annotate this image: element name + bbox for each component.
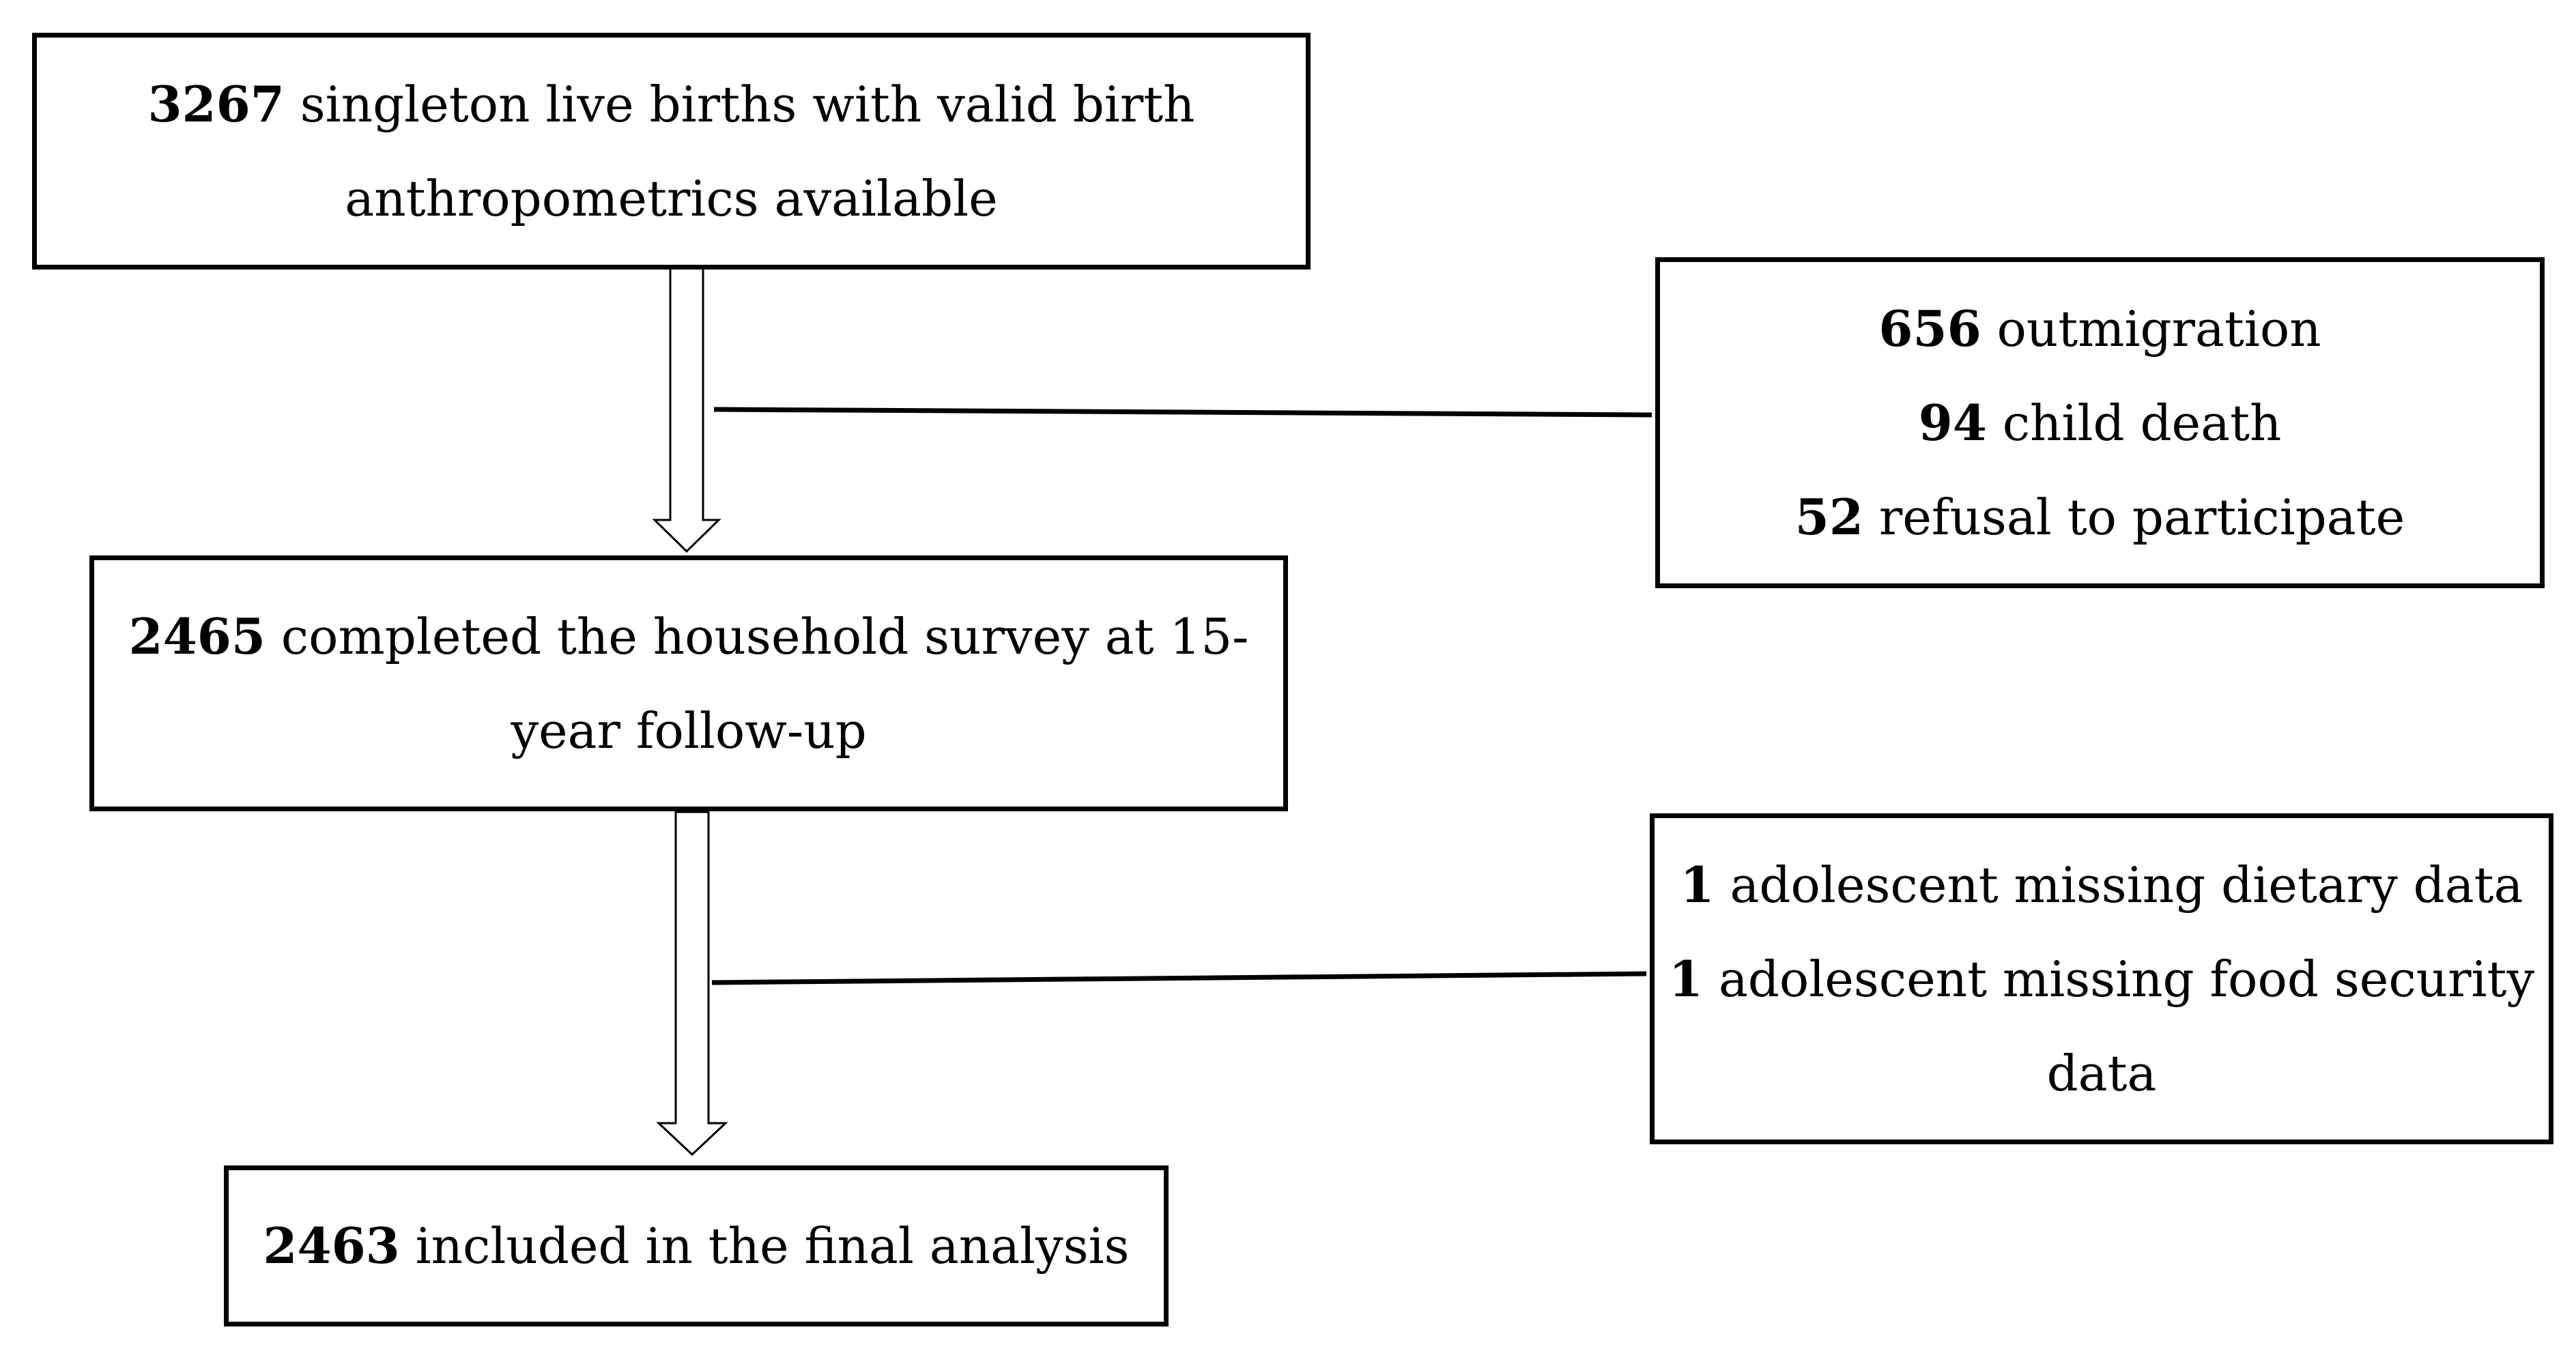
child-death-text: child death — [1986, 394, 2282, 452]
final-text: included in the final analysis — [399, 1217, 1130, 1275]
exclusion-outmigration: 656 outmigration — [1878, 282, 2321, 376]
branch-line-2 — [711, 971, 1647, 985]
branch-line-1 — [713, 407, 1652, 418]
box-final-analysis: 2463 included in the final analysis — [224, 1165, 1169, 1326]
missing-dietary-text: adolescent missing dietary data — [1714, 856, 2523, 914]
births-line-2: anthropometrics available — [345, 169, 998, 227]
final-line: 2463 included in the final analysis — [263, 1199, 1129, 1293]
exclusion-child-death: 94 child death — [1919, 376, 2282, 470]
refusal-text: refusal to participate — [1863, 488, 2405, 546]
box-exclusions-follow-up: 656 outmigration 94 child death 52 refus… — [1655, 257, 2545, 588]
outmigration-text: outmigration — [1981, 300, 2321, 358]
box-exclusions-missing-data: 1 adolescent missing dietary data 1 adol… — [1650, 813, 2553, 1144]
exclusion-missing-dietary: 1 adolescent missing dietary data — [1680, 838, 2523, 932]
exclusion-missing-food-security: 1 adolescent missing food security — [1669, 932, 2534, 1026]
survey-line1-text: completed the household survey at 15- — [265, 607, 1249, 665]
missing-food-security-count: 1 — [1668, 949, 1703, 1008]
missing-dietary-count: 1 — [1680, 855, 1715, 914]
child-death-count: 94 — [1918, 393, 1987, 452]
missing-food-security-text: adolescent missing food security — [1702, 950, 2535, 1008]
down-arrow-2 — [656, 811, 728, 1157]
refusal-count: 52 — [1794, 487, 1863, 546]
box-household-survey: 2465 completed the household survey at 1… — [89, 555, 1288, 811]
outmigration-count: 656 — [1878, 299, 1981, 358]
box-singleton-live-births: 3267 singleton live births with valid bi… — [32, 33, 1311, 270]
survey-line-2: year follow-up — [511, 701, 867, 759]
missing-food-security-line-2: data — [2046, 1044, 2157, 1102]
final-count: 2463 — [263, 1217, 400, 1275]
births-count: 3267 — [147, 74, 285, 133]
births-line1-text: singleton live births with valid birth — [284, 75, 1195, 133]
survey-line-1: 2465 completed the household survey at 1… — [129, 590, 1249, 684]
births-line-1: 3267 singleton live births with valid bi… — [147, 57, 1194, 151]
survey-count: 2465 — [128, 607, 266, 665]
down-arrow-1 — [652, 267, 721, 553]
exclusion-refusal: 52 refusal to participate — [1795, 470, 2405, 564]
